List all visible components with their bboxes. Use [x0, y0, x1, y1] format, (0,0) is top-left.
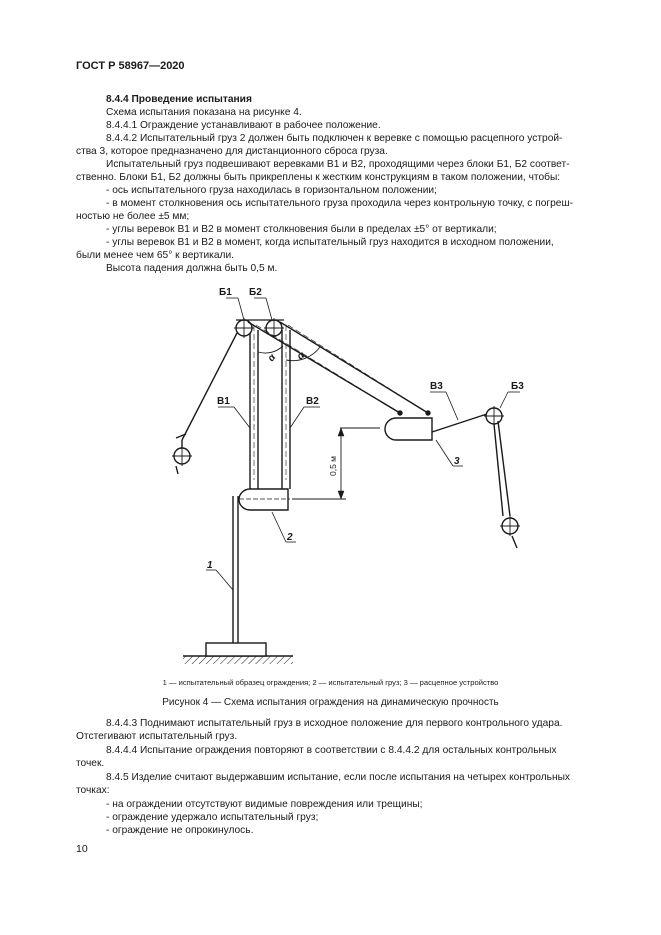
label-specimen-number: 1	[207, 560, 213, 571]
list-item: - углы веревок В1 и В2 в момент, когда и…	[106, 237, 554, 248]
label-rope-v1: В1	[217, 396, 230, 407]
text-run: 8.4.4.2 Испытательный груз 2 должен быть…	[106, 133, 563, 144]
list-item: - углы веревок В1 и В2 в момент столкнов…	[106, 224, 497, 235]
raised-test-weight	[384, 417, 433, 441]
paragraph-continuation: Отстегивают испытательный груз.	[76, 731, 238, 742]
figure-title: Рисунок 4 — Схема испытания ограждения н…	[162, 697, 499, 708]
list-item-continuation: ностью не более ±5 мм;	[76, 211, 190, 222]
rope-v3	[431, 412, 491, 433]
angle-arc-2	[285, 346, 321, 362]
list-item: - ось испытательного груза находилась в …	[106, 185, 437, 196]
paragraph: 8.4.4.2 Испытательный груз 2 должен быть…	[106, 133, 562, 145]
rope-diagonal-1	[247, 321, 401, 414]
list-item: - на ограждении отсутствуют видимые повр…	[106, 799, 423, 810]
list-item: - ограждение удержало испытательный груз…	[106, 812, 319, 823]
figure-legend: 1 — испытательный образец ограждения; 2 …	[162, 678, 499, 687]
paragraph-continuation: точках:	[76, 785, 110, 796]
label-angle-alpha-1: α	[266, 351, 279, 363]
angle-arc-1	[257, 345, 284, 354]
label-height: 0,5 м	[328, 456, 338, 476]
label-block-b1: Б1	[219, 287, 232, 298]
document-header: ГОСТ Р 58967—2020	[76, 60, 185, 72]
paragraph-continuation: ства 3, которое предназначено для дистан…	[76, 146, 388, 157]
label-rope-v3: В3	[430, 381, 443, 392]
paragraph-continuation: ственно. Блоки Б1, Б2 должны быть прикре…	[76, 172, 561, 183]
list-item-continuation: были менее чем 65° к вертикали.	[76, 250, 234, 261]
label-block-b3: Б3	[511, 381, 524, 392]
base-plate	[205, 642, 267, 657]
paragraph: 8.4.4.4 Испытание ограждения повторяют в…	[106, 745, 557, 756]
paragraph: 8.4.4.3 Поднимают испытательный груз в и…	[106, 718, 563, 729]
paragraph: Высота падения должна быть 0,5 м.	[106, 263, 278, 274]
paragraph: 8.4.5 Изделие считают выдержавшим испыта…	[106, 772, 571, 783]
label-weight-number: 2	[286, 532, 293, 543]
section-heading: 8.4.4 Проведение испытания	[106, 94, 252, 105]
list-item: - в момент столкновения ось испытательно…	[106, 198, 574, 209]
label-block-b2: Б2	[249, 287, 262, 298]
label-release-number: 3	[454, 456, 460, 467]
list-item: - ограждение не опрокинулось.	[106, 825, 254, 836]
rope-left-counterweight	[181, 332, 238, 441]
paragraph: Схема испытания показана на рисунке 4.	[106, 107, 302, 118]
page-number: 10	[76, 843, 88, 855]
rope-right-counterweight	[497, 420, 511, 517]
paragraph-continuation: точек.	[76, 758, 105, 769]
test-weight	[238, 488, 289, 511]
paragraph: Испытательный груз подвешивают веревками…	[106, 159, 570, 170]
paragraph: 8.4.4.1 Ограждение устанавливают в рабоч…	[106, 120, 381, 131]
label-rope-v2: В2	[306, 396, 319, 407]
ground-hatch	[183, 656, 293, 664]
